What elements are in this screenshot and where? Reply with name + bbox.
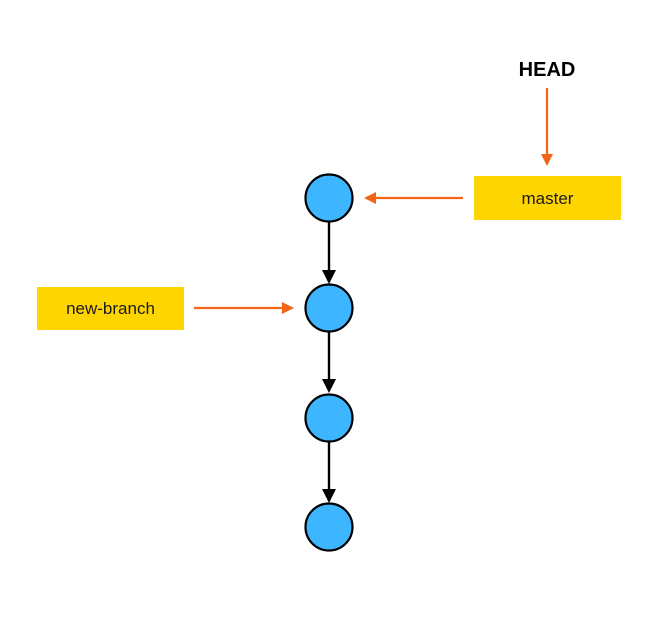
- new-branch-label-box: [37, 287, 184, 330]
- new-branch-label: new-branch: [66, 299, 155, 318]
- commit-node-2: [304, 283, 354, 333]
- master-branch-label: master: [522, 189, 574, 208]
- commit-node-3: [304, 393, 354, 443]
- master-branch-label-box: [474, 176, 621, 220]
- commit-node-1: [304, 173, 354, 223]
- commit-node-4: [304, 502, 354, 552]
- head-label: HEAD: [519, 59, 576, 81]
